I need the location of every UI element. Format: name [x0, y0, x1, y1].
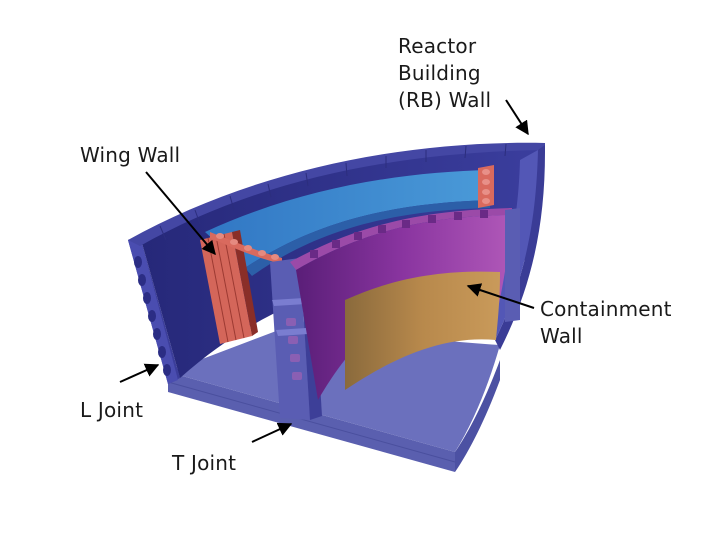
label-wing-wall: Wing Wall	[80, 143, 181, 167]
wing-wall	[200, 165, 494, 344]
label-t-joint: T Joint	[172, 451, 237, 475]
t-joint-arrow	[251, 422, 293, 443]
wing-wall-arrow	[145, 171, 216, 256]
containment-wall	[290, 208, 520, 400]
floor-slab	[167, 322, 500, 472]
label-l-joint: L Joint	[80, 398, 144, 422]
label-rb-wall: Reactor Building (RB) Wall	[398, 34, 492, 112]
inner-pool	[205, 170, 490, 276]
rb-wall-arrow	[505, 99, 529, 136]
l-joint-arrow	[119, 363, 160, 383]
containment-wall-arrow	[466, 283, 535, 309]
label-containment-wall: Containment Wall	[540, 297, 672, 348]
annotation-arrows	[119, 99, 535, 443]
